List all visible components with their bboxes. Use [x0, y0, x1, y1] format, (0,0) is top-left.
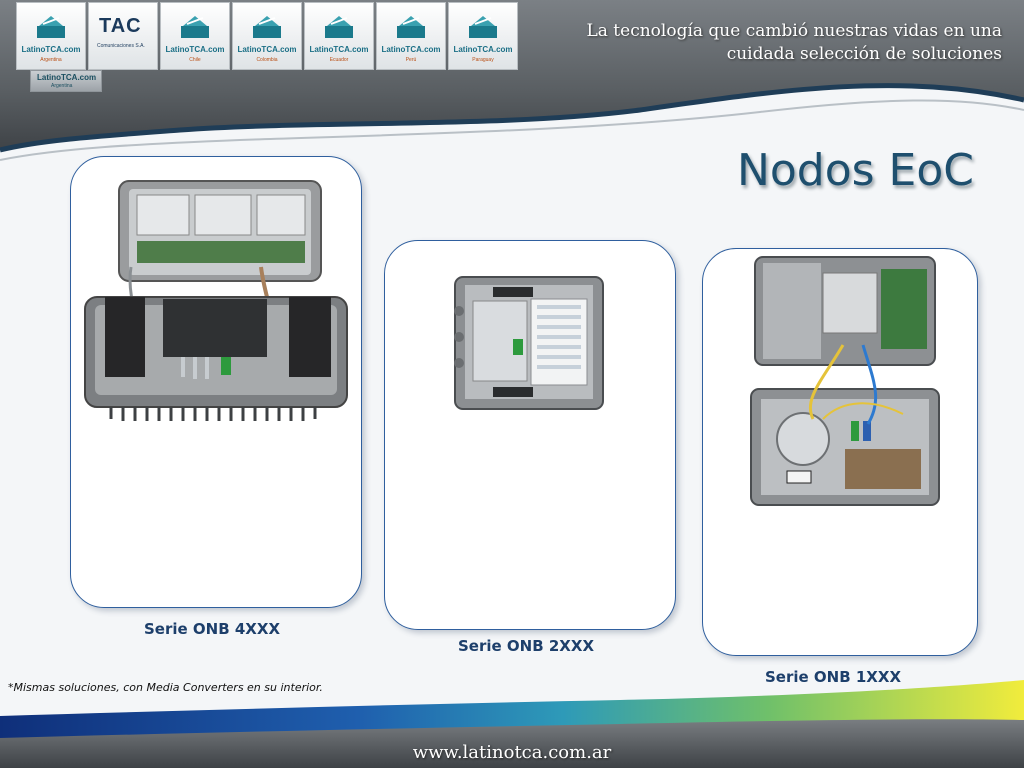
logo-latinotca-small[interactable]: LatinoTCA.com Argentina — [30, 70, 102, 92]
tagline-line-1: La tecnología que cambió nuestras vidas … — [586, 21, 1002, 41]
header-banner: LatinoTCA.com Argentina TAC Comunicacion… — [0, 0, 1024, 170]
logo-brand: LatinoTCA.com — [453, 45, 513, 54]
logo-latinotca-paraguay[interactable]: LatinoTCA.com Paraguay — [448, 2, 518, 70]
logo-brand: LatinoTCA.com — [237, 45, 297, 54]
logo-country: Colombia — [256, 57, 278, 63]
tac-logo-sub: Comunicaciones S.A. — [97, 43, 145, 49]
product-caption-onb-1xxx: Serie ONB 1XXX — [765, 668, 902, 686]
onb-1xxx-node-image — [750, 256, 940, 506]
logo-country: Perú — [405, 57, 417, 63]
product-caption-onb-4xxx: Serie ONB 4XXX — [144, 620, 281, 638]
latinotca-logo-icon — [397, 16, 425, 38]
logo-country: Paraguay — [472, 57, 494, 63]
latinotca-logo-icon — [325, 16, 353, 38]
logo-brand: LatinoTCA.com — [37, 73, 97, 82]
logo-brand: LatinoTCA.com — [21, 45, 81, 54]
logo-brand: LatinoTCA.com — [381, 45, 441, 54]
logo-country: Argentina — [51, 83, 73, 89]
product-card-onb-2xxx — [384, 240, 676, 630]
latinotca-logo-icon — [253, 16, 281, 38]
logo-latinotca-colombia[interactable]: LatinoTCA.com Colombia — [232, 2, 302, 70]
onb-4xxx-node-image — [84, 180, 348, 421]
latinotca-logo-icon — [469, 16, 497, 38]
logo-brand: LatinoTCA.com — [165, 45, 225, 54]
logo-latinotca-argentina[interactable]: LatinoTCA.com Argentina — [16, 2, 86, 70]
logo-latinotca-chile[interactable]: LatinoTCA.com Chile — [160, 2, 230, 70]
logo-country: Argentina — [40, 57, 62, 63]
footer-wave-graphic — [0, 680, 1024, 768]
onb-2xxx-node-image — [454, 276, 604, 410]
product-card-onb-1xxx — [702, 248, 978, 656]
page-title: Nodos EoC — [736, 145, 974, 196]
tagline: La tecnología que cambió nuestras vidas … — [542, 20, 1002, 66]
logo-country: Ecuador — [329, 57, 349, 63]
logo-tac[interactable]: TAC Comunicaciones S.A. — [88, 2, 158, 70]
logo-brand: LatinoTCA.com — [309, 45, 369, 54]
tagline-line-2: cuidada selección de soluciones — [726, 44, 1002, 64]
logo-country: Chile — [189, 57, 201, 63]
logo-latinotca-peru[interactable]: LatinoTCA.com Perú — [376, 2, 446, 70]
latinotca-logo-icon — [37, 16, 65, 38]
logo-latinotca-ecuador[interactable]: LatinoTCA.com Ecuador — [304, 2, 374, 70]
footnote: *Mismas soluciones, con Media Converters… — [8, 681, 323, 694]
tac-logo-word: TAC — [99, 15, 142, 37]
partner-logos: LatinoTCA.com Argentina TAC Comunicacion… — [16, 2, 518, 70]
website-link[interactable]: www.latinotca.com.ar — [412, 742, 612, 763]
product-caption-onb-2xxx: Serie ONB 2XXX — [458, 637, 595, 655]
latinotca-logo-icon — [181, 16, 209, 38]
footer-band: www.latinotca.com.ar — [0, 680, 1024, 768]
product-card-onb-4xxx — [70, 156, 362, 608]
